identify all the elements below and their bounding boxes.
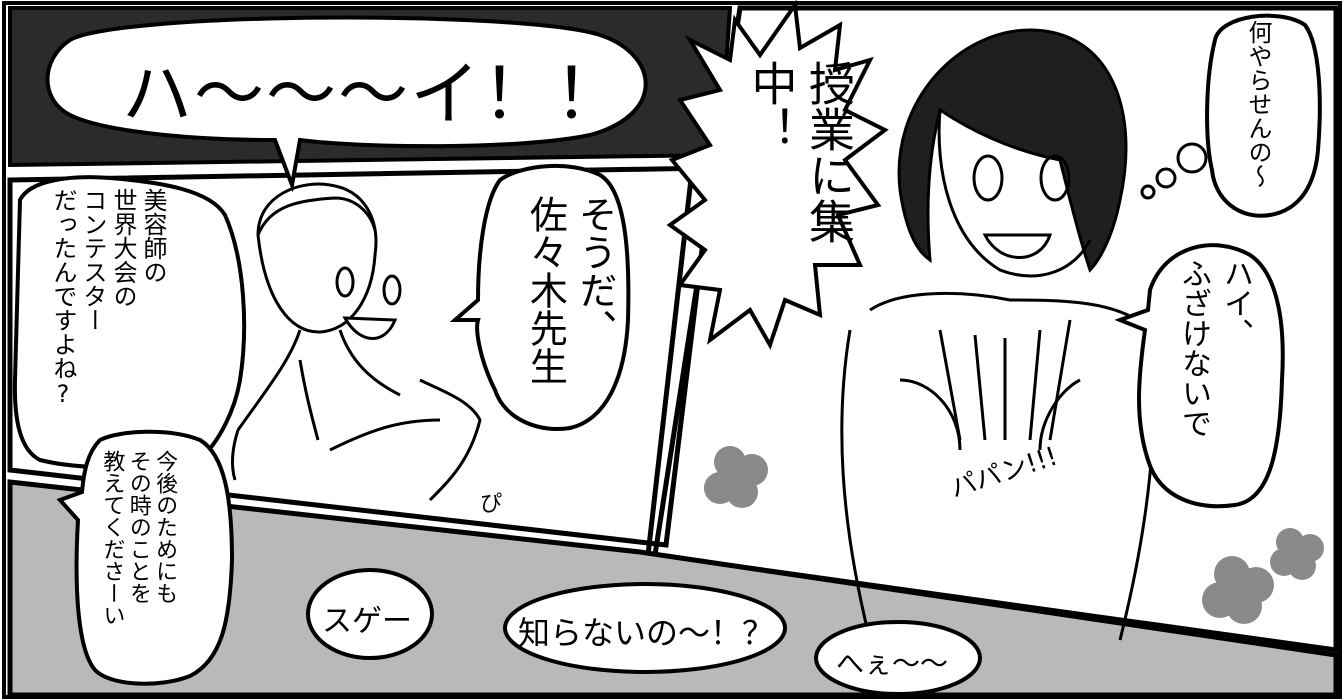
focus-line-1: 授業に集中！ bbox=[744, 60, 857, 244]
teacher-figure bbox=[840, 28, 1156, 641]
contest-speech-text: 美容師の 世界大会の コンテスター だったんですよね? bbox=[48, 188, 168, 458]
focus-shout-bubble bbox=[666, 0, 889, 350]
request-line-1: 今後のためにも bbox=[152, 450, 178, 604]
request-speech-text: 今後のためにも その時のことを 教えてくださーい bbox=[98, 450, 177, 680]
contest-speech-bubble bbox=[12, 175, 247, 470]
thought-dot-2 bbox=[1155, 167, 1177, 189]
sugee-text: スゲー bbox=[322, 604, 412, 639]
thought-bubble bbox=[1205, 13, 1322, 218]
contest-line-1: 美容師の bbox=[139, 188, 167, 284]
sasaki-line-2: 佐々木先生 bbox=[523, 195, 568, 385]
contest-line-2: 世界大会の bbox=[109, 188, 137, 308]
hee-bubble bbox=[814, 620, 982, 696]
point-sfx: ぴ bbox=[480, 492, 503, 517]
request-line-2: その時のことを bbox=[125, 450, 151, 604]
shiranai-text: 知らないの〜！？ bbox=[518, 614, 775, 652]
contest-line-3: コンテスター bbox=[79, 188, 107, 332]
right-panel bbox=[652, 5, 1339, 653]
flower-decoration-3 bbox=[1270, 528, 1324, 580]
thought-dot-3 bbox=[1140, 184, 1156, 200]
teacher-line-2: ふざけないで bbox=[1176, 258, 1211, 438]
thought-text: 何やらせんの〜 bbox=[1244, 20, 1272, 188]
focus-shout-text: 授業に集中！ bbox=[742, 60, 857, 320]
request-line-3: 教えてくださーい bbox=[99, 450, 125, 626]
sasaki-line-1: そうだ、 bbox=[572, 195, 617, 347]
hee-text: へぇ〜〜 bbox=[836, 647, 949, 680]
shout-bubble bbox=[45, 15, 648, 193]
flower-decoration-2 bbox=[1202, 556, 1274, 624]
flower-decoration-1 bbox=[704, 446, 768, 508]
contest-line-4: だったんですよね? bbox=[49, 188, 77, 408]
teacher-speech-text: ハイ、 ふざけないで bbox=[1172, 258, 1256, 498]
sasaki-speech-text: そうだ、 佐々木先生 bbox=[520, 195, 619, 425]
teacher-line-1: ハイ、 bbox=[1218, 258, 1253, 348]
sasaki-speech-bubble bbox=[449, 164, 631, 431]
teacher-speech-bubble bbox=[1114, 243, 1285, 509]
sugee-bubble bbox=[306, 568, 434, 660]
woman-figure bbox=[230, 182, 482, 502]
shout-text: ハ〜〜〜イ！！ bbox=[122, 53, 626, 135]
request-speech-bubble bbox=[56, 429, 235, 686]
shiranai-bubble bbox=[503, 582, 787, 674]
thought-dot-1 bbox=[1176, 142, 1208, 174]
